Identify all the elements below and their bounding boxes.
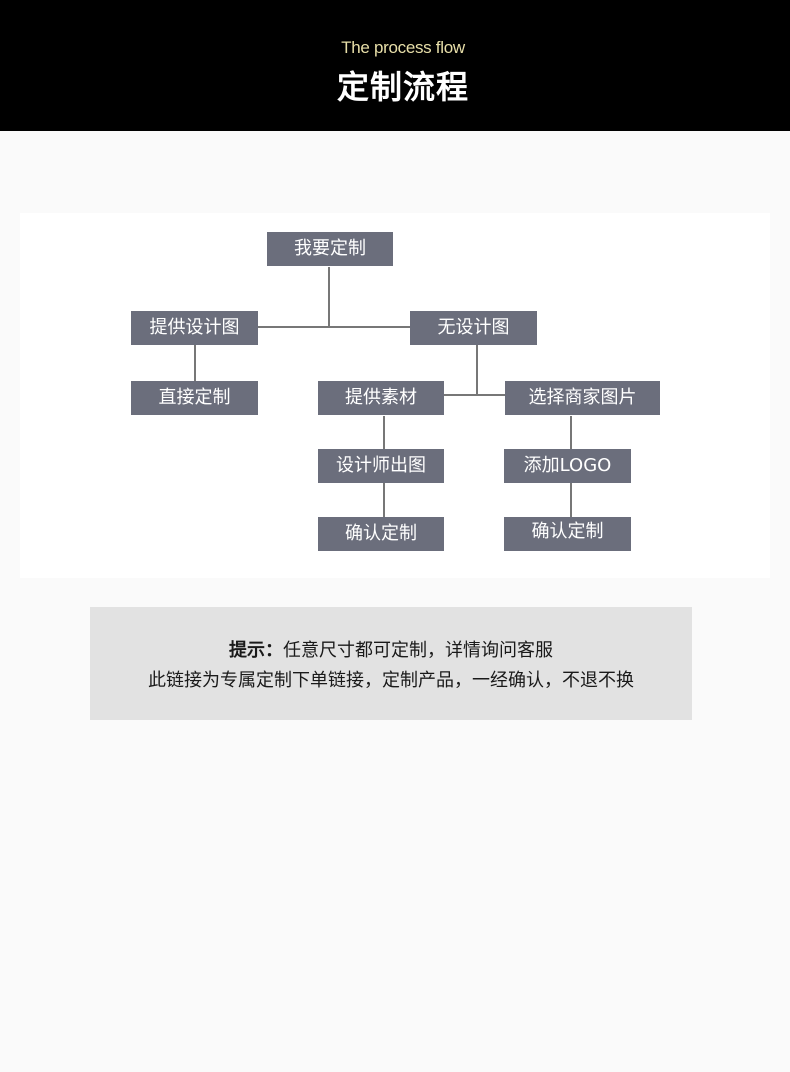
header-banner: The process flow 定制流程 xyxy=(0,0,790,131)
node-choose-merchant-image: 选择商家图片 xyxy=(505,381,660,415)
node-confirm-custom-left: 确认定制 xyxy=(318,517,444,551)
node-confirm-custom-right: 确认定制 xyxy=(504,517,631,551)
node-provide-design: 提供设计图 xyxy=(131,311,258,345)
node-no-design: 无设计图 xyxy=(410,311,537,345)
node-designer-draws: 设计师出图 xyxy=(318,449,444,483)
notice-text-1: 任意尺寸都可定制，详情询问客服 xyxy=(283,640,553,661)
header-subtitle: The process flow xyxy=(341,38,465,57)
notice-line-1: 提示：任意尺寸都可定制，详情询问客服 xyxy=(90,636,692,662)
node-add-logo: 添加LOGO xyxy=(504,449,631,483)
node-direct-custom: 直接定制 xyxy=(131,381,258,415)
notice-line-2: 此链接为专属定制下单链接，定制产品，一经确认，不退不换 xyxy=(148,670,634,691)
page-title: 定制流程 xyxy=(336,68,469,106)
node-want-custom: 我要定制 xyxy=(267,232,393,266)
notice-label: 提示： xyxy=(229,640,283,661)
notice-box: 提示：任意尺寸都可定制，详情询问客服 此链接为专属定制下单链接，定制产品，一经确… xyxy=(90,607,692,720)
node-provide-material: 提供素材 xyxy=(318,381,444,415)
